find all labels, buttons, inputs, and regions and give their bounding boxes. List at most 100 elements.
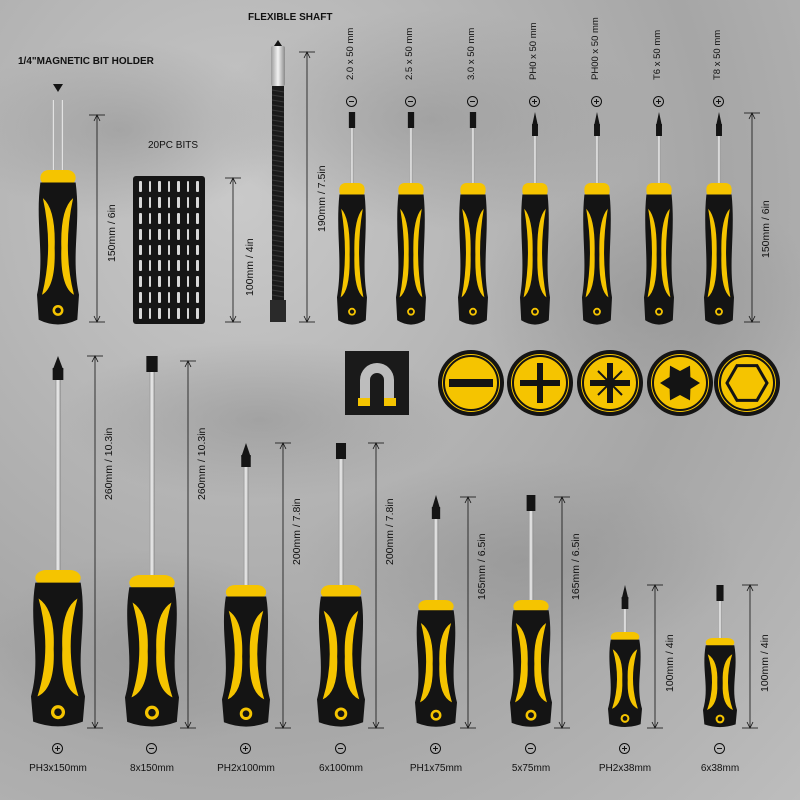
- slotted-icon: [467, 96, 478, 107]
- bit: [186, 196, 190, 208]
- bit: [139, 292, 142, 304]
- phillips-icon: [529, 96, 540, 107]
- slotted-tip-icon: [438, 350, 504, 416]
- bit-holder-handle: [37, 170, 79, 325]
- bit: [196, 292, 199, 304]
- bit: [158, 228, 161, 240]
- screwdriver: [31, 356, 85, 727]
- screwdriver: [415, 495, 457, 727]
- bit: [186, 212, 190, 224]
- shaft-dim-line: [299, 51, 315, 323]
- bit: [148, 292, 152, 304]
- bit: [148, 212, 152, 224]
- precision-size-label: 2.5 x 50 mm: [404, 27, 415, 80]
- bit: [139, 181, 142, 192]
- bit: [167, 228, 171, 240]
- bit: [186, 292, 190, 304]
- bit: [177, 228, 180, 240]
- bit: [196, 212, 199, 224]
- bit: [196, 181, 199, 192]
- bits-dimension: 100mm / 4in: [244, 238, 256, 296]
- screwdriver-size-caption: PH1x75mm: [409, 763, 463, 774]
- screwdriver-length-dimension: 100mm / 4in: [664, 634, 676, 692]
- screwdriver: [125, 356, 179, 727]
- screwdriver-size-caption: 6x100mm: [319, 763, 363, 774]
- bit: [139, 244, 142, 256]
- precision-dimension: 150mm / 6in: [760, 200, 772, 258]
- screwdriver-length-dimension: 260mm / 10.3in: [196, 427, 208, 500]
- bit: [158, 292, 161, 304]
- bit: [139, 308, 142, 319]
- bit: [139, 228, 142, 240]
- bit: [167, 181, 171, 192]
- screwdriver-length-dimension: 260mm / 10.3in: [103, 427, 115, 500]
- screwdriver: [222, 443, 270, 727]
- precision-size-label: 3.0 x 50 mm: [466, 27, 477, 80]
- bit: [148, 260, 152, 272]
- screwdriver-dim-line: [742, 584, 758, 729]
- screwdriver-size-caption: PH2x100mm: [217, 763, 275, 774]
- bit: [177, 308, 180, 319]
- screwdriver-dim-line: [87, 355, 103, 729]
- bit: [158, 308, 161, 319]
- screwdriver-length-dimension: 100mm / 4in: [759, 634, 771, 692]
- precision-screwdriver: [644, 112, 674, 325]
- bit: [186, 244, 190, 256]
- bit: [177, 181, 180, 192]
- bit: [139, 276, 142, 288]
- bit: [158, 260, 161, 272]
- pozidriv-tip-icon: [577, 350, 643, 416]
- screwdriver-dim-line: [275, 442, 291, 729]
- shaft-dimension: 190mm / 7.5in: [316, 165, 328, 232]
- bit: [186, 181, 190, 192]
- slotted-icon: [714, 743, 725, 754]
- bit: [177, 292, 180, 304]
- bit-holder-heading: 1/4"MAGNETIC BIT HOLDER: [18, 56, 154, 67]
- phillips-tip-icon: [507, 350, 573, 416]
- screwdriver: [510, 495, 552, 727]
- slotted-icon: [525, 743, 536, 754]
- precision-screwdriver: [337, 112, 367, 325]
- torx-tip-icon: [647, 350, 713, 416]
- bit: [196, 244, 199, 256]
- bit: [186, 260, 190, 272]
- bit: [139, 212, 142, 224]
- bit: [139, 260, 142, 272]
- bit: [196, 276, 199, 288]
- magnetic-bit-holder: [52, 84, 64, 180]
- bit: [196, 196, 199, 208]
- precision-screwdriver: [582, 112, 612, 325]
- bit: [186, 308, 190, 319]
- phillips-icon: [619, 743, 630, 754]
- screwdriver-length-dimension: 200mm / 7.8in: [384, 498, 396, 565]
- bit: [177, 260, 180, 272]
- screwdriver-size-caption: 6x38mm: [700, 763, 740, 774]
- bit: [177, 244, 180, 256]
- bit: [158, 244, 161, 256]
- bit: [148, 244, 152, 256]
- phillips-icon: [430, 743, 441, 754]
- screwdriver-dim-line: [368, 442, 384, 729]
- screwdriver: [703, 585, 737, 728]
- bit: [148, 196, 152, 208]
- magnet-icon: [345, 351, 409, 415]
- slotted-icon: [335, 743, 346, 754]
- precision-size-label: 2.0 x 50 mm: [345, 27, 356, 80]
- precision-dim-line: [744, 112, 760, 323]
- screwdriver-length-dimension: 165mm / 6.5in: [570, 533, 582, 600]
- hex-tip-icon: [714, 350, 780, 416]
- bit: [167, 276, 171, 288]
- bit: [158, 212, 161, 224]
- precision-size-label: T6 x 50 mm: [652, 29, 663, 80]
- bit: [148, 228, 152, 240]
- bit: [196, 260, 199, 272]
- bit-holder-dimension: 150mm / 6in: [106, 204, 118, 262]
- screwdriver-dim-line: [180, 360, 196, 729]
- bit: [186, 276, 190, 288]
- bit-holder-dim-line: [89, 114, 105, 323]
- slotted-icon: [405, 96, 416, 107]
- bit: [186, 228, 190, 240]
- bit: [167, 308, 171, 319]
- screwdriver-length-dimension: 165mm / 6.5in: [476, 533, 488, 600]
